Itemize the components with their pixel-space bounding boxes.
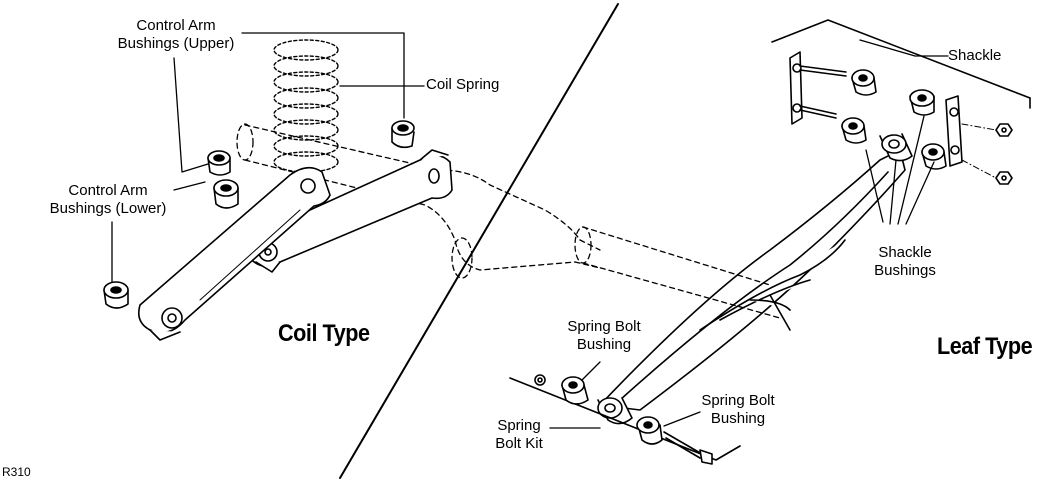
left-leader-lines [111,32,425,283]
bushing-left-2 [213,179,239,209]
shackle-bushing-1 [851,69,877,96]
label-spring-bolt-kit: Spring Bolt Kit [495,417,543,452]
title-leaf-type: Leaf Type [937,333,1033,360]
shackle-nut-bottom [995,171,1013,185]
spring-bolt-bushing-bottom [636,416,663,445]
title-coil-type: Coil Type [278,320,370,347]
label-spring-bolt-bushing-top: Spring Bolt Bushing [567,318,641,353]
shackle-plane [771,19,1031,109]
shackle-bushing-3 [841,117,867,144]
bushing-left-1 [207,150,231,176]
upper-control-arm [249,149,453,273]
spring-bolt-plane [509,377,741,461]
shackle-bushing-4 [921,143,947,170]
spring-bolt-nut [534,374,546,386]
right-leader-lines [549,39,949,429]
spring-bolt-bushing-top [561,376,589,405]
shackle-assembly [789,51,1013,185]
label-coil-spring: Coil Spring [426,76,500,93]
figure-code: R310 [2,465,31,479]
label-shackle-bushings: Shackle Bushings [874,244,936,279]
divider-line [339,3,619,479]
bushing-upper-right [391,120,415,149]
label-control-arm-bushings-upper: Control Arm Bushings (Upper) [117,17,235,52]
spring-bolt [663,431,713,465]
axle-housing-dashed [236,123,601,279]
label-control-arm-bushings-lower: Control Arm Bushings (Lower) [49,182,167,217]
spring-bolt-parts [534,374,713,465]
leaf-spring [599,149,906,411]
control-arm-bushings [103,120,415,309]
spring-eye [597,397,633,425]
coil-spring [273,39,339,173]
lower-control-arm [137,166,331,341]
shackle-bushing-2 [909,89,935,116]
label-shackle: Shackle [948,47,1002,64]
bushing-lower-left [103,281,129,309]
label-spring-bolt-bushing-bottom: Spring Bolt Bushing [701,392,775,427]
shackle-nut-top [995,123,1013,137]
leaf-axle-dashed [574,226,781,319]
